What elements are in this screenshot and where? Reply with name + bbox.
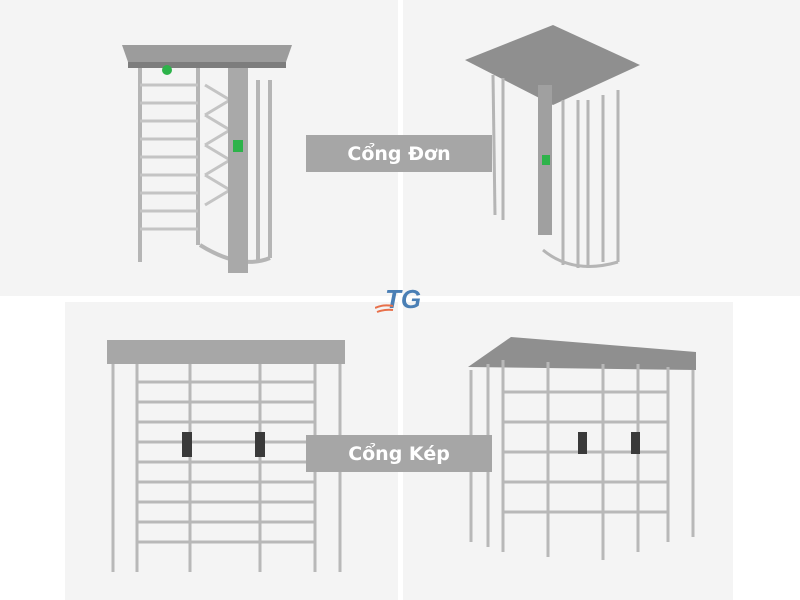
double-turnstile-angle-photo — [403, 302, 733, 600]
double-turnstile-front-drawing — [107, 340, 345, 572]
tg-logo: TG — [374, 282, 425, 323]
single-gate-label: Cổng Đơn — [306, 135, 492, 172]
single-turnstile-angle-drawing — [465, 25, 640, 268]
tg-logo-icon: TG — [374, 284, 421, 314]
double-gate-label: Cổng Kép — [306, 435, 492, 472]
single-turnstile-front-drawing — [122, 45, 292, 273]
